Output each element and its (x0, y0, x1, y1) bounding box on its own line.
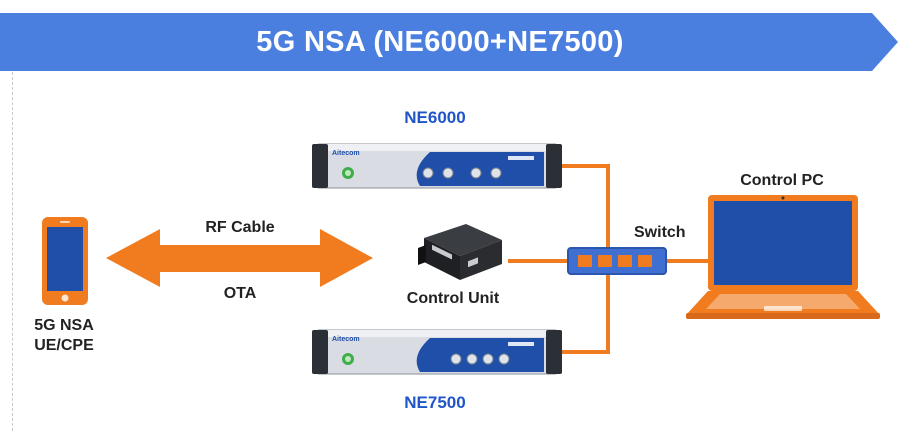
ue-label-line1: 5G NSA (34, 317, 94, 334)
left-dashed-guide (12, 72, 13, 431)
control-unit-label: Control Unit (406, 290, 500, 307)
ue-label: 5G NSA UE/CPE (16, 316, 112, 356)
banner-arrow-shape (0, 13, 898, 71)
ue-phone-device (38, 215, 92, 312)
ne7500-brand: Aitecom (332, 336, 360, 343)
banner-title: 5G NSA (NE6000+NE7500) (256, 26, 624, 58)
ne6000-label: NE6000 (404, 108, 466, 127)
ne6000-brand: Aitecom (332, 150, 360, 157)
ne7500-label: NE7500 (404, 393, 466, 412)
switch-label: Switch (634, 224, 686, 241)
ne6000-rack-icon (312, 143, 562, 189)
control-pc-label: Control PC (740, 172, 824, 189)
cable-ne6000-switch (556, 164, 610, 248)
title-banner: 5G NSA (NE6000+NE7500) (0, 13, 901, 71)
laptop-icon (686, 195, 880, 319)
switch-device (566, 246, 668, 281)
cable-ne7500-switch (560, 272, 610, 354)
ne7500-unit: Aitecom (312, 326, 562, 383)
smartphone-icon (42, 217, 88, 305)
ne6000-unit: Aitecom (312, 140, 562, 197)
ota-label: OTA (223, 285, 257, 302)
control-unit-icon (418, 224, 502, 280)
switch-icon (567, 247, 667, 275)
ue-label-line2: UE/CPE (34, 337, 94, 354)
control-pc-device (686, 193, 882, 326)
rf-cable-label: RF Cable (205, 219, 275, 236)
control-unit-device (414, 218, 506, 289)
rf-ota-double-arrow (106, 229, 373, 287)
ne7500-rack-icon (312, 329, 562, 375)
